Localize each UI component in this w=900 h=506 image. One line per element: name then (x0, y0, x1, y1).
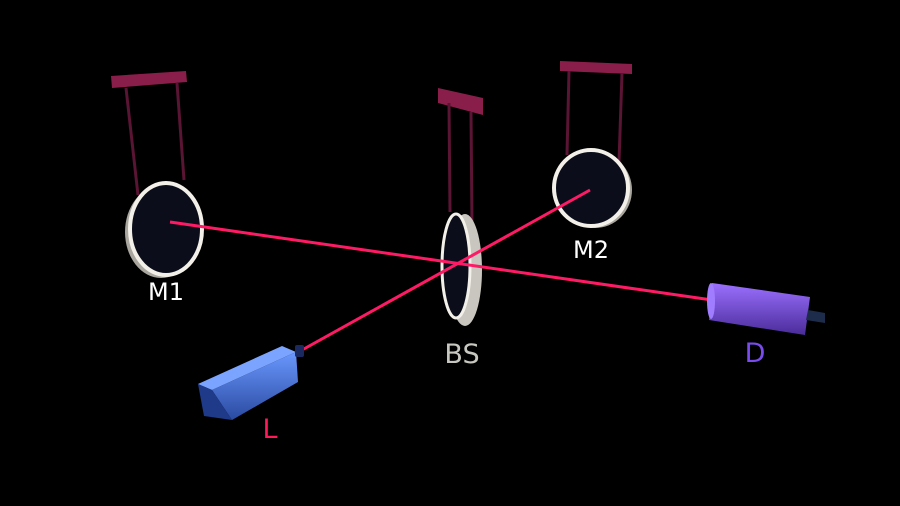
mirror-m2 (552, 61, 632, 228)
m1-hanger-bar (111, 71, 187, 88)
label-laser: L (262, 414, 277, 445)
beam-splitter (438, 88, 483, 326)
laser-front (212, 352, 298, 420)
m1-string (124, 87, 140, 196)
detector-connector (806, 310, 825, 323)
beam-m1-to-detector (169, 220, 713, 302)
label-m1: M1 (148, 278, 184, 306)
label-detector: D (745, 338, 766, 369)
m2-string (565, 70, 571, 156)
laser-aperture (295, 345, 304, 357)
m2-string (617, 72, 624, 163)
bs-string (469, 111, 474, 226)
laser-source (198, 345, 304, 420)
m2-hanger-bar (560, 61, 632, 74)
m1-rim (128, 181, 204, 277)
m1-string (175, 82, 186, 181)
laser-top (198, 346, 296, 390)
mirror-m1 (111, 71, 204, 278)
label-m2: M2 (573, 236, 609, 264)
beam-laser-to-m2 (301, 188, 591, 352)
detector (707, 283, 825, 335)
detector-front (707, 283, 715, 319)
m2-rim (552, 148, 630, 228)
bs-hanger-bar (438, 88, 483, 115)
label-bs: BS (444, 339, 479, 370)
detector-body (709, 283, 810, 335)
bs-string (447, 102, 452, 213)
laser-side (198, 384, 232, 420)
